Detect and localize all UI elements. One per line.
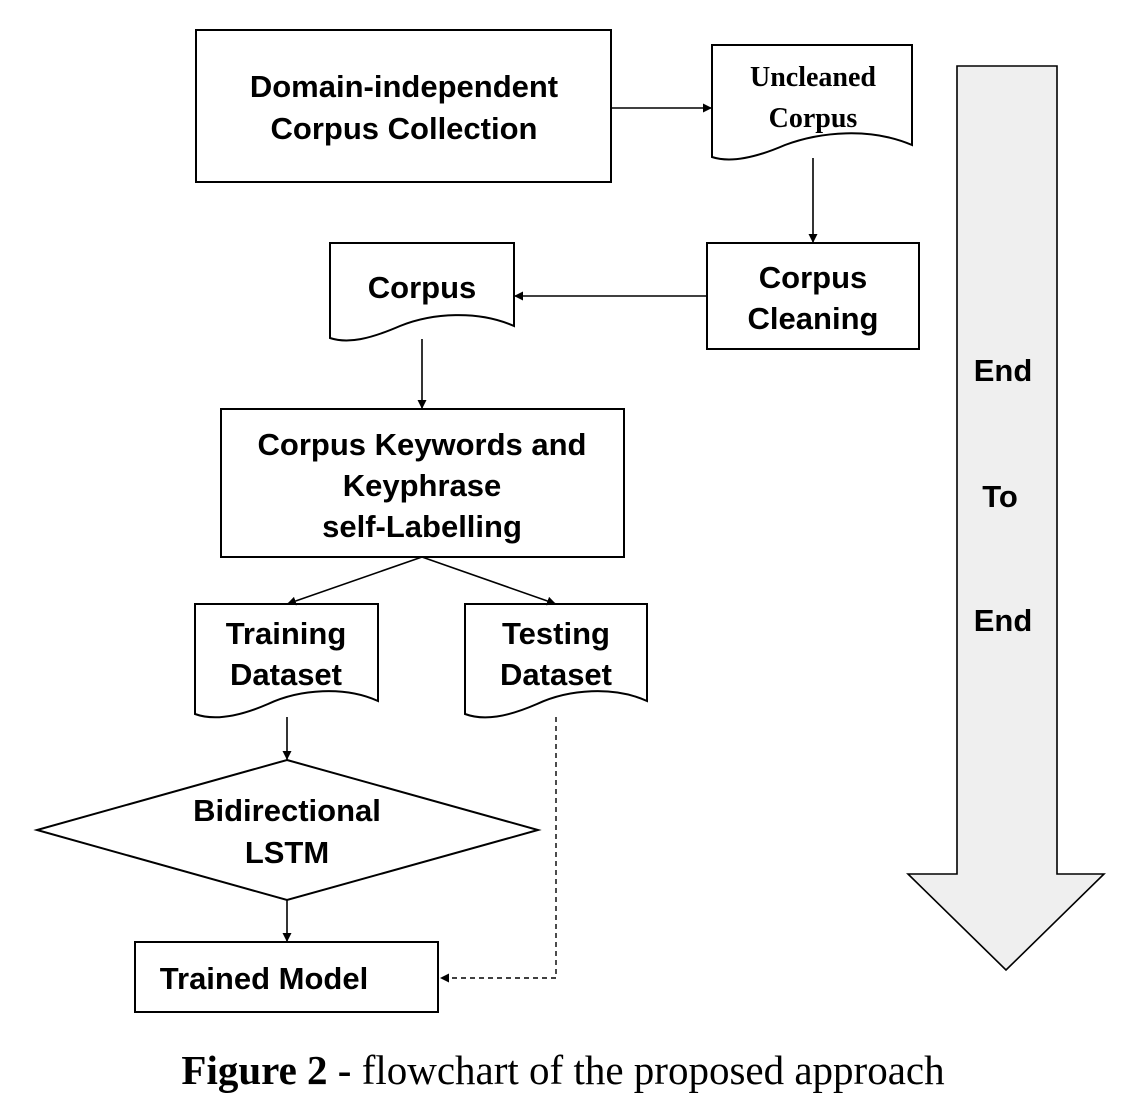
bilstm-line-2: LSTM <box>245 835 329 870</box>
corpus-document <box>329 242 515 342</box>
bilstm-line-1: Bidirectional <box>193 793 381 828</box>
self-labelling-line-1: Corpus Keywords and <box>258 427 587 462</box>
corpus-collection-box <box>195 29 612 183</box>
self-labelling-line-3: self-Labelling <box>322 509 522 544</box>
training-dataset-line-1: Training <box>226 616 347 651</box>
connector-labelling-to-testing <box>421 556 557 606</box>
training-dataset-line-2: Dataset <box>230 657 342 692</box>
bilstm-diamond <box>33 758 542 902</box>
connector-labelling-to-training <box>286 556 423 606</box>
figure-caption-label: Figure 2 - <box>181 1047 352 1093</box>
corpus-cleaning-line-1: Corpus <box>759 260 868 295</box>
uncleaned-corpus-line-1: Uncleaned <box>750 62 876 93</box>
training-dataset-document <box>194 603 379 719</box>
side-arrow-word-3: End <box>974 603 1033 638</box>
self-labelling-line-2: Keyphrase <box>343 468 502 503</box>
corpus-collection-line-2: Corpus Collection <box>271 111 538 146</box>
testing-dataset-line-2: Dataset <box>500 657 612 692</box>
trained-model-line-1: Trained Model <box>160 961 368 996</box>
end-to-end-arrow <box>906 65 1106 972</box>
side-arrow-word-2: To <box>982 479 1018 514</box>
corpus-line-1: Corpus <box>368 270 477 305</box>
corpus-cleaning-line-2: Cleaning <box>748 301 879 336</box>
side-arrow-word-1: End <box>974 353 1033 388</box>
figure-caption-text: flowchart of the proposed approach <box>351 1047 945 1093</box>
connector-testing-to-model-dashed <box>440 717 557 983</box>
corpus-collection-line-1: Domain-independent <box>250 69 558 104</box>
testing-dataset-document <box>464 603 648 719</box>
uncleaned-corpus-document <box>711 44 913 161</box>
figure-caption: Figure 2 - flowchart of the proposed app… <box>0 1046 1126 1094</box>
corpus-cleaning-box <box>706 242 920 350</box>
testing-dataset-line-1: Testing <box>502 616 610 651</box>
uncleaned-corpus-line-2: Corpus <box>769 103 858 134</box>
